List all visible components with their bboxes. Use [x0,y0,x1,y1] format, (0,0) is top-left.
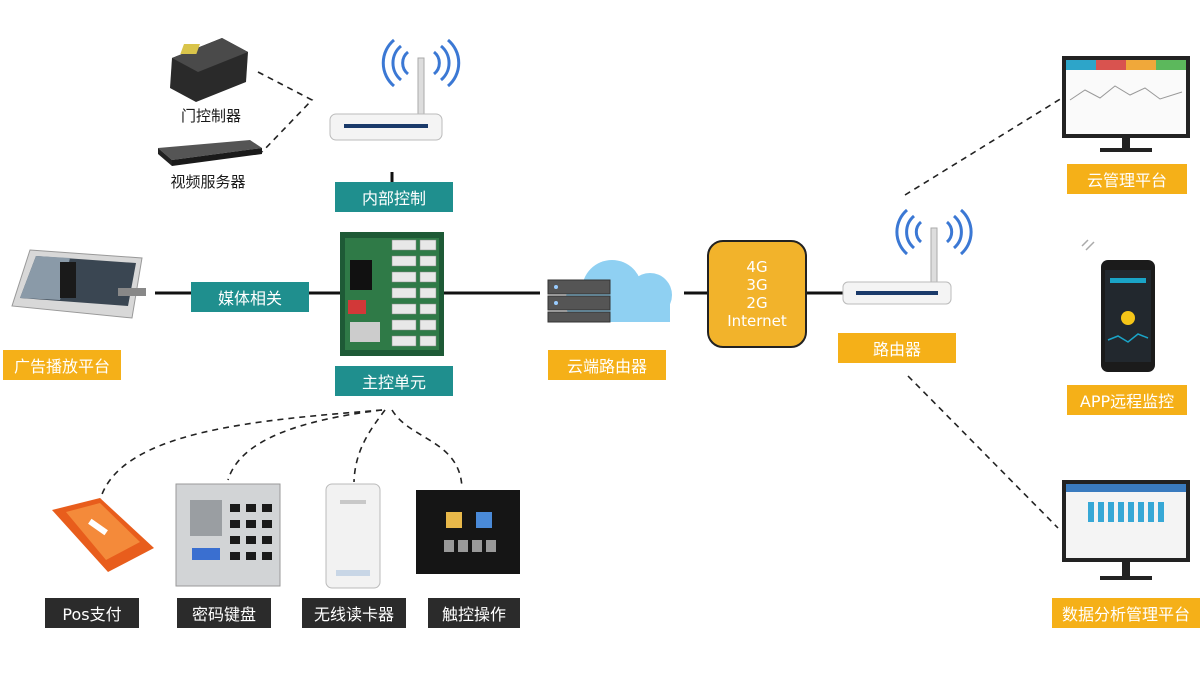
network-internet: Internet [727,312,787,330]
touch-panel-device [416,490,520,574]
cloud-mgmt-monitor [1062,56,1190,152]
router-data-dashed-link [907,375,1059,529]
network-4g: 4G [746,258,768,276]
router-cloud-dashed-link [904,97,1063,196]
door-controller-label: 门控制器 [180,106,241,125]
dashed-links [99,71,1063,529]
video-server-label: 视频服务器 [170,172,246,191]
touch-dashed-link [391,409,463,489]
keypad-device [175,483,281,587]
router-label: 路由器 [838,333,956,363]
pos-payment-label: Pos支付 [45,598,139,628]
data-mgmt-monitor [1062,480,1190,580]
app-monitor-label: APP远程监控 [1067,385,1187,415]
wifi-icon [381,38,461,88]
pos-dashed-link [99,409,383,501]
internal-control-label: 内部控制 [335,182,453,212]
network-3g: 3G [746,276,768,294]
ad-platform-label: 广告播放平台 [3,350,121,380]
app-phone-device [1081,239,1155,372]
keypad-dashed-link [227,409,383,481]
network-2g: 2G [746,294,768,312]
door-video-dashed-link [257,71,314,153]
cloud-mgmt-label: 云管理平台 [1067,164,1187,194]
touch-op-label: 触控操作 [428,598,520,628]
media-related-label: 媒体相关 [191,282,309,312]
wifi-icon-right [895,208,973,256]
keypad-label: 密码键盘 [177,598,271,628]
main-control-unit-label: 主控单元 [335,366,453,396]
video-server-device [158,140,262,166]
reader-dashed-link [353,409,386,483]
data-mgmt-label: 数据分析管理平台 [1052,598,1200,628]
ad-tablet-device [11,249,146,319]
main-control-board [340,232,444,356]
door-controller-device [170,38,248,102]
router-top-device [329,38,461,141]
card-reader-device [325,483,381,589]
cloud-router-device [547,260,672,323]
pos-terminal-device [52,498,154,572]
router-right-device [842,208,973,305]
network-type-box: 4G 3G 2G Internet [707,240,807,348]
cloud-router-label: 云端路由器 [548,350,666,380]
card-reader-label: 无线读卡器 [302,598,406,628]
